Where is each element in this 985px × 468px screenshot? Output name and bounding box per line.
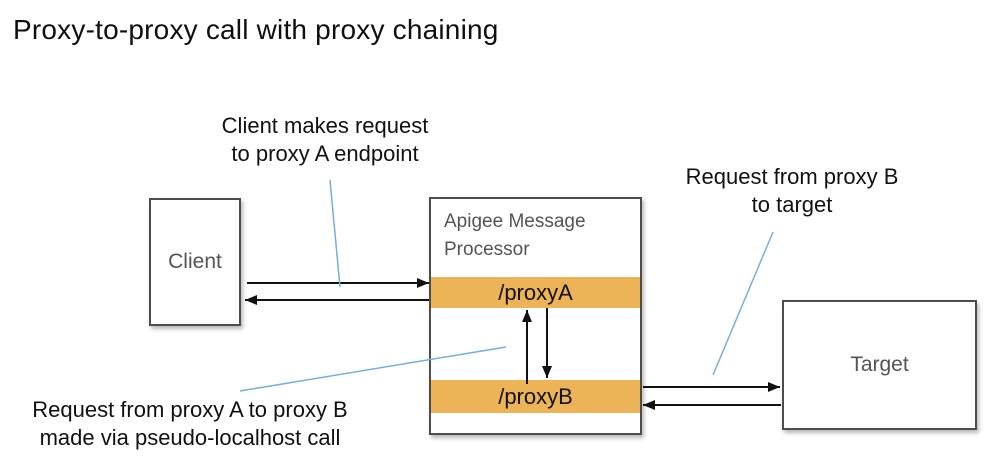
client-box: Client [149,198,241,326]
annotation-proxya-to-proxyb: Request from proxy A to proxy B made via… [0,396,380,452]
leader-line-client-request [329,179,341,288]
processor-label: Apigee Message Processor [444,211,586,260]
annotation-client-request: Client makes request to proxy A endpoint [200,112,450,168]
annotation-client-request-line2: to proxy A endpoint [231,141,419,166]
target-box: Target [782,300,977,430]
client-label: Client [168,250,222,273]
proxyb-bar: /proxyB [431,380,640,413]
proxya-bar: /proxyA [431,277,640,308]
annotation-proxyb-to-target-line2: to target [751,192,833,217]
processor-box: Apigee Message Processor /proxyA /proxyB [429,197,642,435]
annotation-proxyb-to-target-line1: Request from proxy B [685,164,899,189]
proxya-label: /proxyA [498,279,573,305]
annotation-proxya-to-proxyb-line2: made via pseudo-localhost call [39,425,341,450]
leader-line-proxyb-to-target [712,231,774,376]
target-label: Target [850,353,909,376]
annotation-proxya-to-proxyb-line1: Request from proxy A to proxy B [32,397,348,422]
annotation-client-request-line1: Client makes request [221,113,429,138]
annotation-proxyb-to-target: Request from proxy B to target [667,163,917,219]
proxyb-label: /proxyB [498,383,573,409]
page-title: Proxy-to-proxy call with proxy chaining [13,14,499,45]
